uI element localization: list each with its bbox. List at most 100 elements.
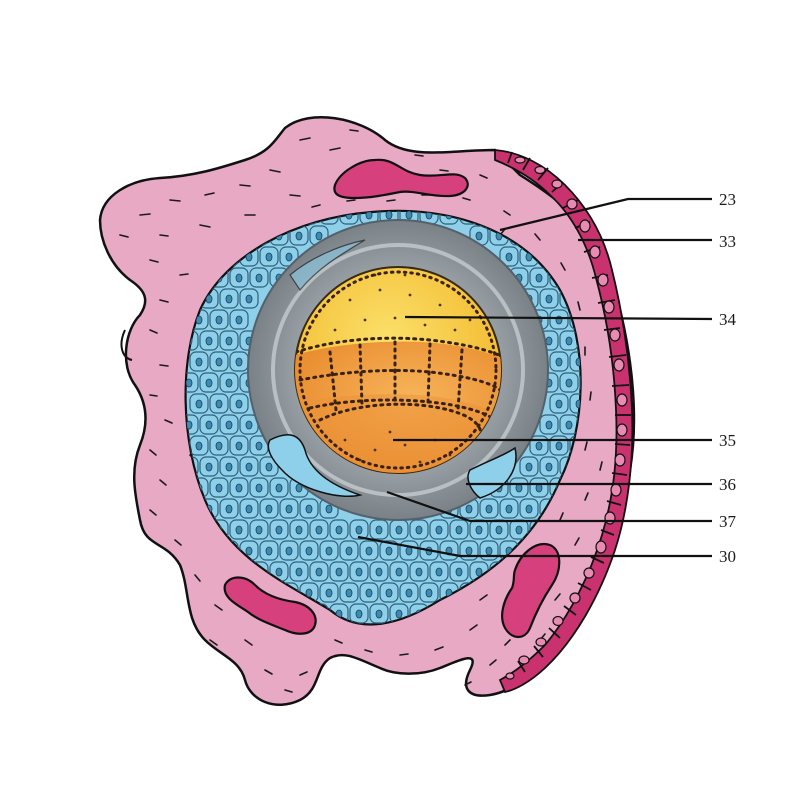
granulosa-cell [229, 477, 249, 498]
granulosa-cell [259, 246, 279, 267]
granulosa-cell [279, 540, 299, 561]
granulosa-cell [409, 519, 429, 540]
granulosa-cell [219, 498, 239, 519]
blood-vessel-bottom-right [501, 542, 561, 639]
granulosa-nucleus [235, 357, 243, 367]
granulosa-nucleus [345, 546, 353, 556]
granulosa-cell [219, 456, 239, 477]
granulosa-nucleus [186, 631, 192, 639]
granulosa-cell [219, 372, 239, 393]
granulosa-nucleus [465, 546, 473, 556]
granulosa-cell [349, 519, 369, 540]
granulosa-nucleus [405, 210, 413, 220]
granulosa-nucleus [455, 567, 463, 577]
granulosa-nucleus [525, 462, 533, 472]
granulosa-cell [209, 309, 229, 330]
granulosa-cell [579, 372, 581, 393]
granulosa-nucleus [415, 525, 423, 535]
granulosa-cell [209, 435, 229, 456]
granulosa-nucleus [405, 588, 413, 598]
granulosa-nucleus [565, 378, 573, 388]
granulosa-nucleus [285, 504, 293, 514]
granulosa-nucleus [195, 357, 203, 367]
label-35: 35 [719, 431, 736, 450]
granulosa-nucleus [475, 567, 483, 577]
granulosa-nucleus [325, 588, 333, 598]
granulosa-nucleus [295, 567, 303, 577]
granulosa-cell [369, 603, 389, 624]
granulosa-nucleus [415, 567, 423, 577]
granulosa-cell [259, 540, 279, 561]
granulosa-nucleus [525, 504, 533, 514]
granulosa-cell [359, 582, 379, 603]
granulosa-nucleus [355, 525, 363, 535]
granulosa-cell [199, 330, 219, 351]
granulosa-nucleus [215, 399, 223, 409]
granulosa-nucleus [315, 231, 323, 241]
granulosa-cell [259, 498, 279, 519]
label-33: 33 [719, 232, 736, 251]
granulosa-nucleus [505, 504, 513, 514]
granulosa-nucleus [555, 399, 563, 409]
granulosa-cell [389, 561, 409, 582]
granulosa-nucleus [285, 252, 293, 262]
granulosa-nucleus [395, 525, 403, 535]
granulosa-nucleus [545, 462, 553, 472]
granulosa-cell [239, 456, 259, 477]
granulosa-nucleus [435, 567, 443, 577]
granulosa-cell [339, 582, 359, 603]
granulosa-nucleus [235, 399, 243, 409]
granulosa-cell [549, 351, 569, 372]
granulosa-nucleus [365, 588, 373, 598]
granulosa-cell [229, 309, 249, 330]
granulosa-cell [429, 519, 449, 540]
granulosa-nucleus [205, 462, 213, 472]
granulosa-cell [579, 624, 581, 625]
granulosa-cell [479, 540, 499, 561]
granulosa-cell [319, 582, 339, 603]
granulosa-nucleus [395, 567, 403, 577]
granulosa-nucleus [245, 504, 253, 514]
granulosa-cell [409, 561, 429, 582]
granulosa-cell [189, 435, 209, 456]
granulosa-nucleus [545, 336, 553, 346]
granulosa-nucleus [245, 546, 253, 556]
granulosa-nucleus [235, 441, 243, 451]
granulosa-nucleus [275, 525, 283, 535]
label-23: 23 [719, 190, 736, 209]
label-37: 37 [719, 512, 737, 531]
granulosa-cell [229, 435, 249, 456]
granulosa-nucleus [235, 525, 243, 535]
granulosa-cell [339, 540, 359, 561]
granulosa-nucleus [195, 441, 203, 451]
granulosa-nucleus [395, 609, 403, 619]
granulosa-cell [459, 540, 479, 561]
granulosa-nucleus [375, 609, 383, 619]
granulosa-nucleus [305, 546, 313, 556]
granulosa-cell [369, 561, 389, 582]
granulosa-cell [549, 435, 569, 456]
granulosa-cell [439, 540, 459, 561]
granulosa-cell [359, 540, 379, 561]
granulosa-nucleus [555, 441, 563, 451]
granulosa-cell [239, 498, 259, 519]
blood-vessel-bottom-left [223, 576, 317, 635]
granulosa-cell [549, 393, 569, 414]
granulosa-nucleus [385, 588, 393, 598]
granulosa-cell [219, 414, 239, 435]
granulosa-cell [519, 456, 539, 477]
granulosa-nucleus [225, 378, 233, 388]
granulosa-nucleus [335, 567, 343, 577]
leader-34 [404, 315, 713, 321]
granulosa-cell [329, 561, 349, 582]
granulosa-cell [449, 561, 469, 582]
blood-vessel-top [333, 158, 469, 200]
granulosa-nucleus [425, 588, 433, 598]
granulosa-cell [189, 351, 209, 372]
granulosa-nucleus [435, 525, 443, 535]
granulosa-nucleus [185, 378, 193, 388]
granulosa-nucleus [365, 546, 373, 556]
granulosa-nucleus [385, 546, 393, 556]
leader-30 [357, 535, 712, 558]
